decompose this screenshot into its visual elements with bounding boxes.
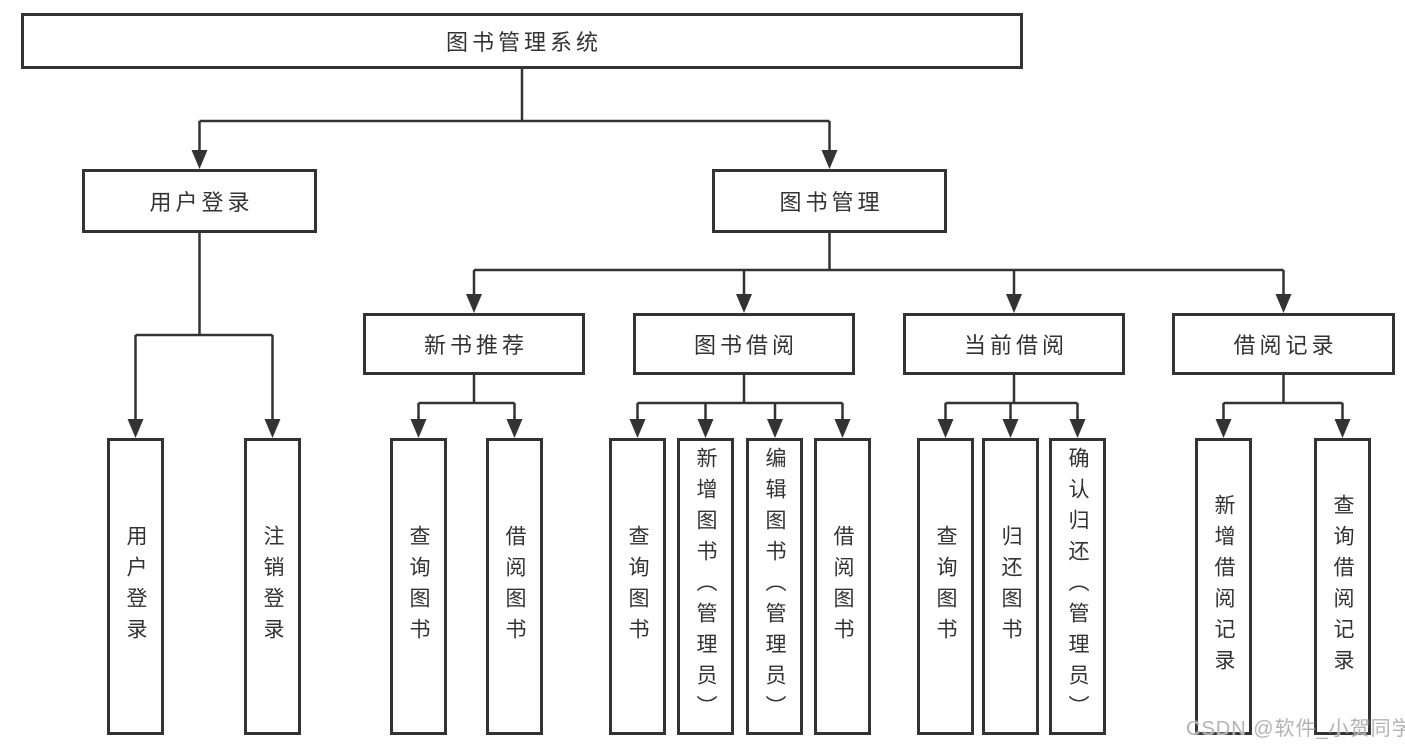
node-current-borrow: 当前借阅	[903, 313, 1125, 375]
connector-current-borrow	[937, 375, 1086, 438]
connector-borrow-records	[1215, 375, 1351, 438]
leaf-query-borrow-record-label: 查询借阅记录	[1331, 493, 1354, 680]
leaf-borrow-books-recommend-label: 借阅图书	[503, 524, 526, 649]
leaf-borrow-books: 借阅图书	[814, 438, 871, 735]
leaf-confirm-return-admin: 确认归还（管理员）	[1049, 438, 1106, 735]
node-book-borrow-label: 图书借阅	[693, 333, 798, 358]
node-root: 图书管理系统	[21, 13, 1023, 69]
leaf-logout-label: 注销登录	[261, 524, 284, 649]
leaf-query-books-borrow: 查询图书	[609, 438, 666, 735]
leaf-borrow-books-recommend: 借阅图书	[486, 438, 543, 735]
leaf-query-borrow-record: 查询借阅记录	[1314, 438, 1371, 735]
node-borrow-records: 借阅记录	[1172, 313, 1395, 375]
node-user-login-label: 用户登录	[149, 190, 254, 215]
node-current-borrow-label: 当前借阅	[963, 333, 1068, 358]
node-new-book-recommend-label: 新书推荐	[423, 333, 528, 358]
leaf-logout: 注销登录	[244, 438, 301, 735]
node-borrow-records-label: 借阅记录	[1233, 333, 1338, 358]
leaf-return-book: 归还图书	[982, 438, 1039, 735]
leaf-edit-book-admin-label: 编辑图书（管理员）	[763, 447, 786, 726]
leaf-query-books-recommend-label: 查询图书	[407, 524, 430, 649]
leaf-add-borrow-record-label: 新增借阅记录	[1212, 493, 1235, 680]
node-book-borrow: 图书借阅	[633, 313, 855, 375]
leaf-query-books-current-label: 查询图书	[934, 524, 957, 649]
connector-book-borrow	[629, 375, 851, 438]
connector-book-management	[466, 233, 1292, 313]
node-new-book-recommend: 新书推荐	[363, 313, 585, 375]
leaf-query-books-recommend: 查询图书	[390, 438, 447, 735]
leaf-query-books-current: 查询图书	[917, 438, 974, 735]
node-book-management-label: 图书管理	[779, 190, 884, 215]
connector-root	[191, 69, 838, 169]
watermark: CSDN @软件_小贺同学	[1186, 718, 1405, 740]
leaf-user-login-label: 用户登录	[124, 524, 147, 649]
leaf-add-borrow-record: 新增借阅记录	[1195, 438, 1252, 735]
leaf-add-book-admin-label: 新增图书（管理员）	[694, 447, 717, 726]
leaf-add-book-admin: 新增图书（管理员）	[677, 438, 734, 735]
leaf-user-login: 用户登录	[107, 438, 164, 735]
node-book-management: 图书管理	[712, 169, 947, 233]
leaf-query-books-borrow-label: 查询图书	[626, 524, 649, 649]
leaf-edit-book-admin: 编辑图书（管理员）	[746, 438, 803, 735]
node-root-label: 图书管理系统	[445, 30, 602, 55]
connector-new-book-recommend	[410, 375, 523, 438]
leaf-confirm-return-admin-label: 确认归还（管理员）	[1066, 447, 1089, 726]
connector-user-login	[127, 233, 281, 438]
node-user-login: 用户登录	[82, 169, 317, 233]
leaf-borrow-books-label: 借阅图书	[831, 524, 854, 649]
leaf-return-book-label: 归还图书	[999, 524, 1022, 649]
